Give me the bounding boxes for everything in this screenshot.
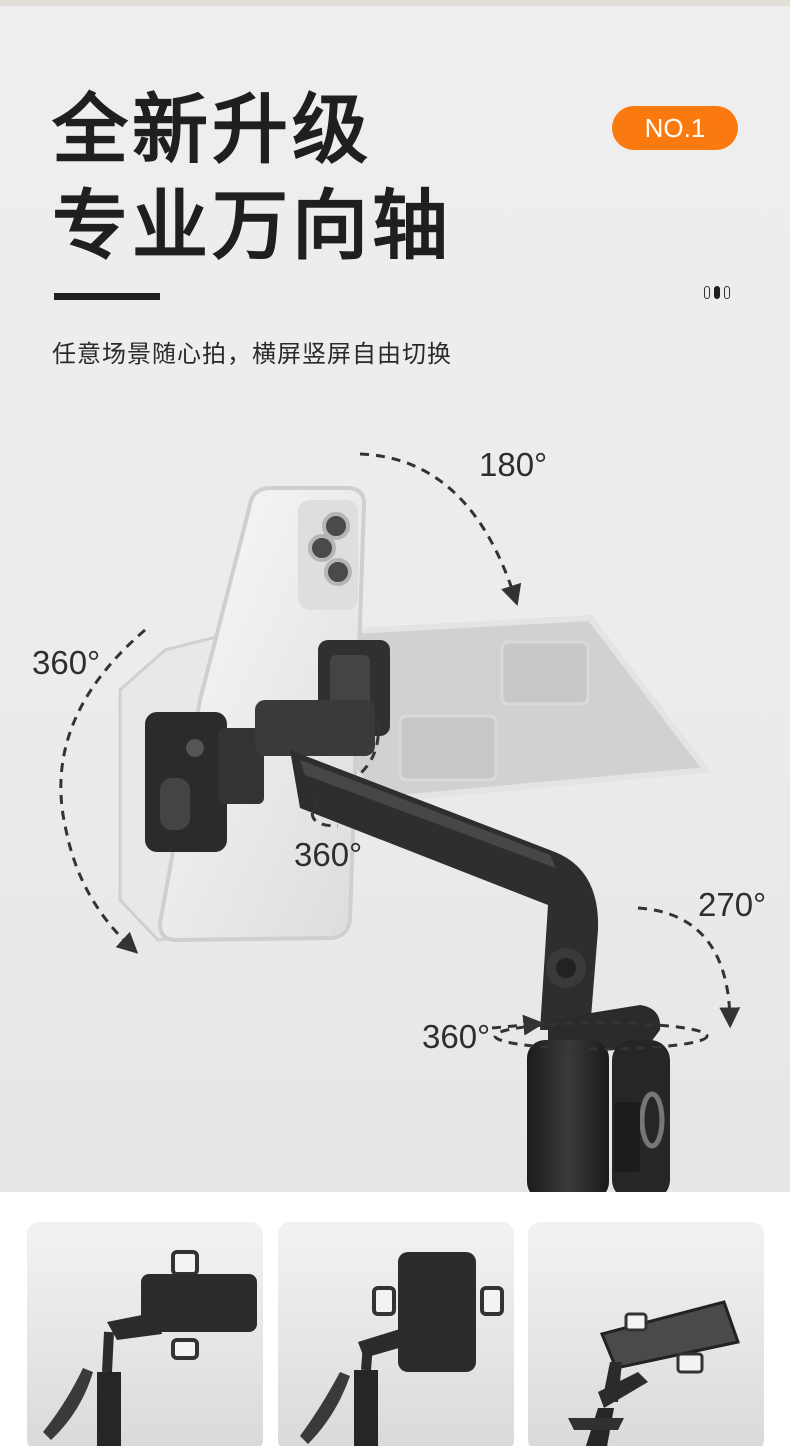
gimbal-product-image xyxy=(59,452,741,1192)
thumbnail-landscape-mode[interactable] xyxy=(27,1222,263,1446)
rotation-label-center: 360° xyxy=(294,836,363,873)
thumbnail-landscape-image xyxy=(43,1250,257,1446)
thumbnail-tripod-mode[interactable] xyxy=(528,1222,764,1446)
rotation-label-left: 360° xyxy=(32,644,101,681)
headline-line-1: 全新升级 xyxy=(52,85,372,174)
page-indicator-icon xyxy=(704,286,730,299)
gimbal-arm xyxy=(290,750,661,1050)
usage-thumbnails xyxy=(0,1192,790,1446)
pager-dot xyxy=(704,286,710,299)
rotation-label-180: 180° xyxy=(479,446,548,483)
phone-clamp xyxy=(145,640,390,852)
top-strip xyxy=(0,0,790,6)
hero-section: 全新升级 专业万向轴 NO.1 任意场景随心拍，横屏竖屏自由切换 xyxy=(0,0,790,1192)
selfie-stick-handle xyxy=(527,1040,670,1192)
number-badge: NO.1 xyxy=(612,106,738,150)
pager-dot xyxy=(724,286,730,299)
thumbnail-portrait-image xyxy=(300,1252,504,1446)
headline-line-2: 专业万向轴 xyxy=(52,181,452,270)
thumbnail-portrait-mode[interactable] xyxy=(278,1222,514,1446)
rotation-label-base: 360° xyxy=(422,1018,491,1055)
thumbnail-tripod-image xyxy=(568,1300,740,1446)
rotation-label-270: 270° xyxy=(698,886,767,923)
rotation-arrows-icon xyxy=(59,452,741,1051)
headline-underline xyxy=(54,293,160,300)
pager-dot-active xyxy=(714,286,720,299)
subtitle: 任意场景随心拍，横屏竖屏自由切换 xyxy=(52,340,452,368)
